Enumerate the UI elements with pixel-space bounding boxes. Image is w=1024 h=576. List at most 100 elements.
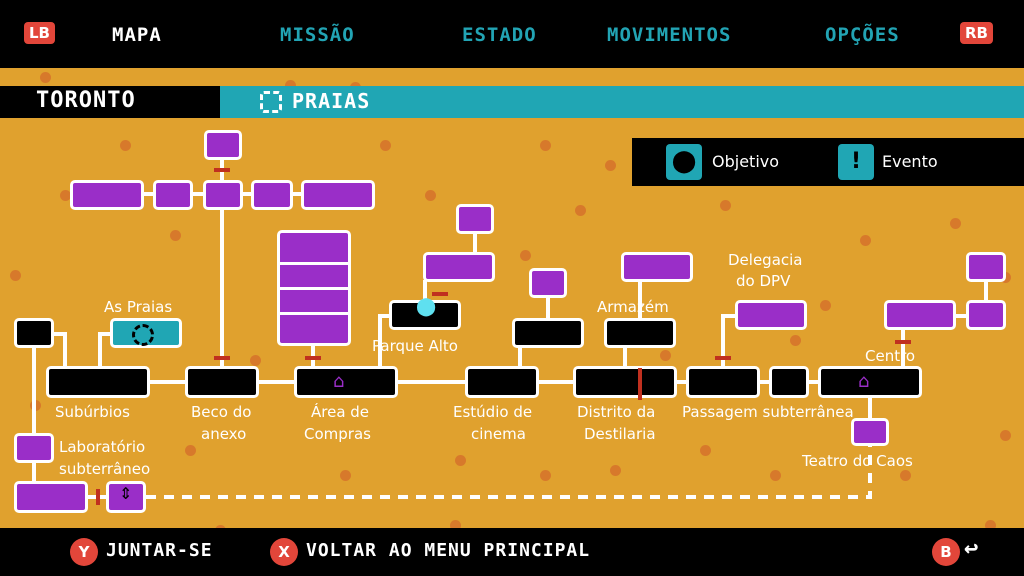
background-dot — [1000, 430, 1011, 441]
background-dot — [660, 350, 671, 361]
tab-mapa[interactable]: MAPA — [112, 24, 162, 46]
shop-icon: ⌂ — [858, 371, 870, 392]
label-distrito: Distrito da — [577, 403, 656, 421]
x-button-icon[interactable]: X — [270, 538, 298, 566]
map-room[interactable] — [153, 180, 193, 210]
map-room[interactable] — [294, 366, 398, 398]
label-estudio-2: cinema — [471, 425, 526, 443]
map-room[interactable] — [465, 366, 539, 398]
tab-missao[interactable]: MISSÃO — [280, 24, 355, 46]
location-bar: TORONTO PRAIAS — [0, 86, 1024, 118]
background-dot — [985, 520, 996, 531]
tab-movimentos[interactable]: MOVIMENTOS — [607, 24, 732, 46]
map-room[interactable] — [46, 366, 150, 398]
background-dot — [720, 200, 731, 211]
lb-button[interactable]: LB — [24, 22, 55, 44]
map-room[interactable] — [573, 366, 677, 398]
background-dot — [250, 355, 261, 366]
map-room[interactable] — [456, 204, 494, 234]
map-legend: ⬤ Objetivo ! Evento — [632, 138, 1024, 186]
label-suburbios: Subúrbios — [55, 403, 130, 421]
map-room[interactable] — [621, 252, 693, 282]
back-arrow-icon[interactable]: ↩ — [964, 534, 980, 562]
background-dot — [285, 80, 296, 91]
label-beco-2: anexo — [201, 425, 247, 443]
city-name: TORONTO — [0, 86, 220, 118]
map-room[interactable] — [185, 366, 259, 398]
room-divider — [280, 287, 348, 290]
map-room[interactable] — [735, 300, 807, 330]
map-room[interactable] — [818, 366, 922, 398]
b-button-icon[interactable]: B — [932, 538, 960, 566]
map-room[interactable] — [966, 252, 1006, 282]
map-room[interactable] — [301, 180, 375, 210]
shop-icon: ⌂ — [333, 371, 345, 392]
map-room[interactable] — [686, 366, 760, 398]
tab-opcoes[interactable]: OPÇÕES — [825, 24, 900, 46]
background-dot — [900, 470, 911, 481]
background-dot — [40, 72, 51, 83]
tab-estado[interactable]: ESTADO — [462, 24, 537, 46]
label-lab: Laboratório — [59, 438, 146, 456]
legend-event: Evento — [882, 152, 938, 171]
map-room[interactable] — [204, 130, 242, 160]
background-dot — [380, 140, 391, 151]
elevator-icon: ⇕ — [119, 484, 133, 503]
map-pin-icon: ⬤ — [416, 296, 437, 317]
map-room[interactable] — [966, 300, 1006, 330]
background-dot — [860, 235, 871, 246]
background-dot — [950, 218, 961, 229]
label-armazem: Armazém — [597, 298, 669, 316]
background-dot — [540, 140, 551, 151]
background-dot — [790, 335, 801, 346]
background-dot — [455, 455, 466, 466]
label-parque-alto: Parque Alto — [372, 337, 458, 355]
map-room[interactable] — [70, 180, 144, 210]
map-room[interactable] — [203, 180, 243, 210]
map-room[interactable] — [251, 180, 293, 210]
room-divider — [280, 262, 348, 265]
background-dot — [540, 470, 551, 481]
background-dot — [60, 190, 71, 201]
legend-objective: Objetivo — [712, 152, 780, 171]
area-name: PRAIAS — [292, 89, 371, 113]
map-room[interactable] — [884, 300, 956, 330]
exclamation-icon: ! — [838, 144, 874, 180]
map-room[interactable] — [106, 481, 146, 513]
controls-bar: Y JUNTAR-SE X VOLTAR AO MENU PRINCIPAL B… — [0, 528, 1024, 576]
map-room[interactable] — [604, 318, 676, 348]
target-icon — [132, 324, 154, 346]
main-menu-label[interactable]: VOLTAR AO MENU PRINCIPAL — [306, 540, 591, 561]
map-room[interactable] — [14, 481, 88, 513]
map-room[interactable] — [14, 433, 54, 463]
map-pin-icon: ⬤ — [666, 144, 702, 180]
background-dot — [120, 140, 131, 151]
map-room[interactable] — [529, 268, 567, 298]
background-dot — [170, 230, 181, 241]
map-room[interactable] — [769, 366, 809, 398]
map-room[interactable] — [389, 300, 461, 330]
background-dot — [700, 445, 711, 456]
map-room[interactable] — [14, 318, 54, 348]
label-delegacia: Delegacia — [728, 251, 803, 269]
background-dot — [770, 470, 781, 481]
label-area: Área de — [311, 403, 370, 421]
label-passagem: Passagem subterrânea — [682, 403, 854, 421]
label-beco: Beco do — [191, 403, 252, 421]
join-label[interactable]: JUNTAR-SE — [106, 540, 213, 561]
background-dot — [820, 300, 831, 311]
top-tab-bar: LB MAPA MISSÃO ESTADO MOVIMENTOS OPÇÕES … — [0, 0, 1024, 68]
background-dot — [10, 270, 21, 281]
background-dot — [425, 190, 436, 201]
rb-button[interactable]: RB — [960, 22, 993, 44]
label-area-2: Compras — [304, 425, 371, 443]
map-room[interactable] — [512, 318, 584, 348]
map-room[interactable] — [423, 252, 495, 282]
background-dot — [185, 445, 196, 456]
background-dot — [575, 205, 586, 216]
y-button-icon[interactable]: Y — [70, 538, 98, 566]
map-room[interactable] — [851, 418, 889, 446]
label-delegacia-2: do DPV — [736, 272, 791, 290]
background-dot — [450, 520, 461, 531]
label-distrito-2: Destilaria — [584, 425, 656, 443]
